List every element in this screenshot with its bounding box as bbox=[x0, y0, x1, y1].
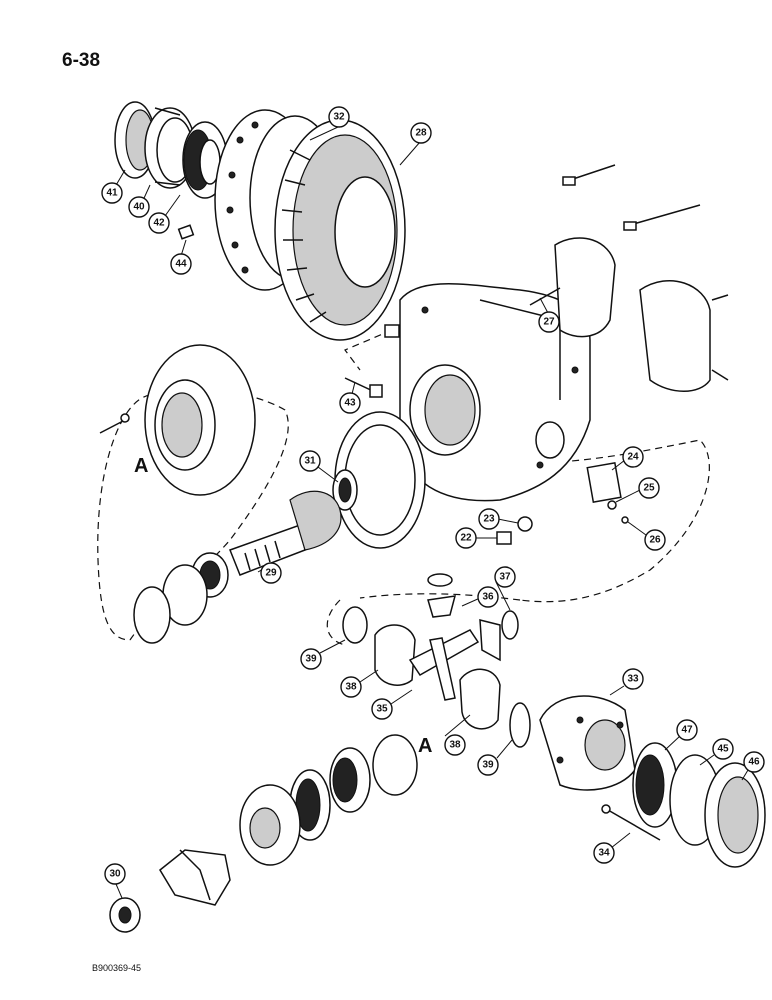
svg-text:34: 34 bbox=[598, 848, 610, 859]
yoke bbox=[159, 849, 231, 906]
callout: 42 bbox=[148, 194, 181, 234]
gasket bbox=[334, 411, 426, 549]
pinion-bearings bbox=[133, 552, 229, 644]
svg-text:39: 39 bbox=[305, 654, 317, 665]
differential-bearing-top bbox=[114, 101, 228, 199]
callout: 28 bbox=[399, 122, 432, 166]
lower-bearings bbox=[239, 734, 418, 866]
callout: 47 bbox=[664, 719, 698, 751]
svg-text:45: 45 bbox=[717, 744, 729, 755]
svg-text:28: 28 bbox=[415, 128, 427, 139]
pinion-shaft bbox=[229, 490, 342, 576]
callout: 37 bbox=[494, 566, 516, 611]
differential-internals bbox=[342, 573, 531, 748]
svg-text:44: 44 bbox=[175, 259, 187, 270]
bearing-caps bbox=[529, 164, 729, 392]
svg-text:38: 38 bbox=[449, 740, 461, 751]
callout: 35 bbox=[371, 689, 413, 720]
callout: 22 bbox=[455, 527, 497, 549]
callout: 27 bbox=[538, 297, 560, 333]
svg-text:25: 25 bbox=[643, 483, 655, 494]
svg-text:32: 32 bbox=[333, 112, 345, 123]
callout: 36 bbox=[461, 586, 499, 608]
svg-text:31: 31 bbox=[304, 456, 316, 467]
svg-text:22: 22 bbox=[460, 533, 472, 544]
callout: 38 bbox=[444, 714, 471, 756]
cover-plate bbox=[496, 461, 629, 545]
callout: 24 bbox=[611, 446, 644, 471]
svg-text:40: 40 bbox=[133, 202, 145, 213]
callout: 41 bbox=[101, 169, 126, 204]
callout: 33 bbox=[609, 668, 644, 696]
callout: 32 bbox=[309, 106, 350, 141]
reference-letter-a-lower: A bbox=[418, 735, 432, 757]
callout: 23 bbox=[478, 508, 519, 530]
svg-text:30: 30 bbox=[109, 869, 121, 880]
svg-text:24: 24 bbox=[627, 452, 639, 463]
svg-text:43: 43 bbox=[344, 398, 356, 409]
svg-text:46: 46 bbox=[748, 757, 760, 768]
callout: 25 bbox=[615, 477, 660, 503]
callouts: 41 40 42 32 28 44 27 43 31 24 25 23 26 2… bbox=[101, 106, 765, 899]
callout: 26 bbox=[627, 521, 666, 551]
callout: 43 bbox=[339, 381, 361, 414]
svg-text:36: 36 bbox=[482, 592, 494, 603]
callout: 38 bbox=[340, 669, 379, 698]
differential-housing-33 bbox=[539, 695, 636, 791]
callout: 40 bbox=[128, 184, 151, 218]
svg-text:41: 41 bbox=[106, 188, 118, 199]
svg-text:35: 35 bbox=[376, 704, 388, 715]
svg-text:26: 26 bbox=[649, 535, 661, 546]
bolt-34 bbox=[601, 804, 661, 841]
svg-text:39: 39 bbox=[482, 760, 494, 771]
svg-text:27: 27 bbox=[543, 317, 555, 328]
callout: 29 bbox=[257, 562, 282, 584]
reference-letter-a-upper: A bbox=[134, 455, 148, 477]
axle-housing bbox=[399, 283, 591, 502]
svg-text:42: 42 bbox=[153, 218, 165, 229]
callouts-secondary: 38 39 bbox=[444, 714, 513, 776]
bearing-31 bbox=[332, 469, 358, 511]
nut-30 bbox=[109, 897, 141, 933]
svg-text:38: 38 bbox=[345, 682, 357, 693]
svg-text:33: 33 bbox=[627, 674, 639, 685]
bolt-44 bbox=[177, 224, 195, 240]
pinion-carrier bbox=[99, 344, 256, 496]
page-number: 6-38 bbox=[62, 50, 101, 71]
ring-gear bbox=[274, 119, 406, 341]
svg-text:29: 29 bbox=[265, 568, 277, 579]
callout: 44 bbox=[170, 239, 192, 275]
callout: 34 bbox=[593, 832, 631, 864]
figure-code: B900369-45 bbox=[92, 963, 142, 973]
bolt-43 bbox=[344, 324, 400, 398]
callout: 31 bbox=[299, 450, 339, 483]
svg-text:37: 37 bbox=[499, 572, 511, 583]
callout: 30 bbox=[104, 863, 126, 899]
svg-text:47: 47 bbox=[681, 725, 693, 736]
callout: 39 bbox=[300, 639, 346, 670]
bearings-right bbox=[632, 742, 766, 868]
callout: 46 bbox=[741, 751, 765, 781]
callout: 45 bbox=[699, 738, 734, 766]
callout: 39 bbox=[477, 739, 513, 776]
svg-text:23: 23 bbox=[483, 514, 495, 525]
